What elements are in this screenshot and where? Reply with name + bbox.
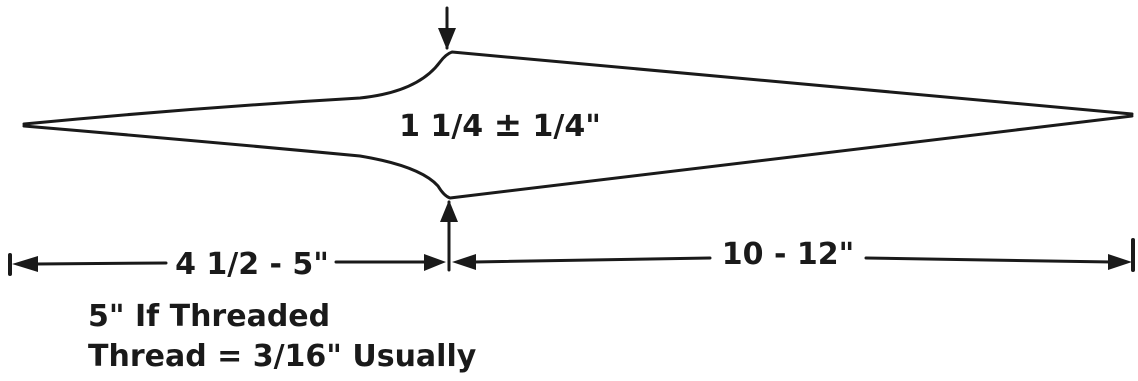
left-length-label: 4 1/2 - 5" bbox=[175, 247, 329, 282]
top-width-arrow bbox=[438, 6, 456, 50]
width-label: 1 1/4 ± 1/4" bbox=[399, 105, 601, 145]
right-length-dimension bbox=[452, 238, 1135, 272]
point-outline bbox=[22, 50, 1134, 200]
right-length-label: 10 - 12" bbox=[722, 237, 854, 272]
width-value: 1 1/4 bbox=[399, 109, 493, 144]
bottom-width-arrow bbox=[440, 200, 458, 272]
left-length-dimension bbox=[8, 253, 446, 276]
width-tolerance: 1/4" bbox=[522, 109, 601, 144]
plus-minus-symbol: ± bbox=[494, 105, 523, 145]
thread-size-note: Thread = 3/16" Usually bbox=[88, 339, 477, 374]
threaded-note: 5" If Threaded bbox=[88, 299, 331, 334]
